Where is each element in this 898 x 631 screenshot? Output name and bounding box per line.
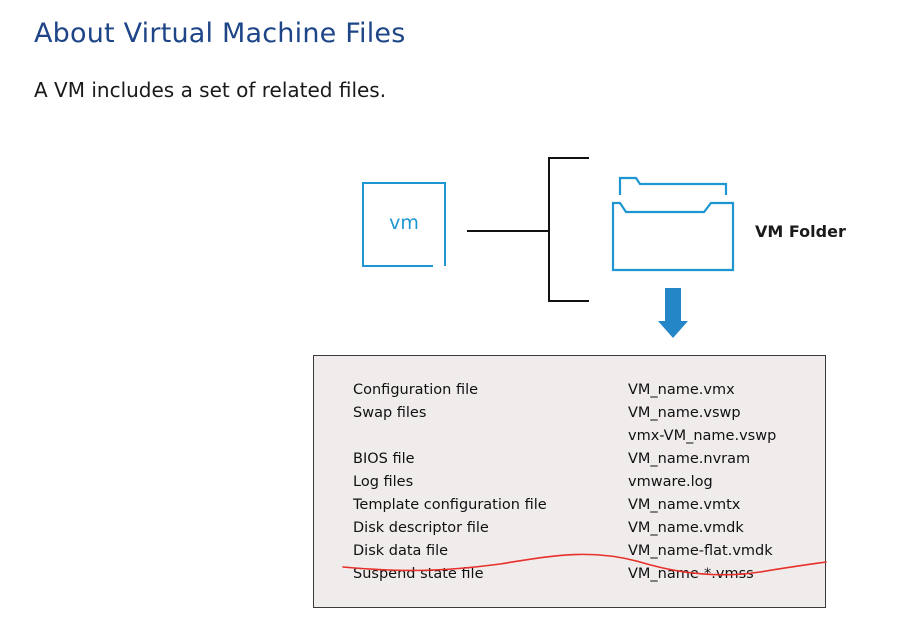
file-name: VM_name.vmx	[628, 382, 735, 398]
file-type: Template configuration file	[353, 497, 547, 513]
table-row: Suspend state file VM_name-*.vmss	[314, 566, 825, 589]
file-type: Configuration file	[353, 382, 479, 398]
file-name: VM_name-*.vmss	[628, 566, 754, 582]
vm-files-table: Configuration file VM_name.vmx Swap file…	[313, 355, 826, 608]
file-name: vmx-VM_name.vswp	[628, 428, 777, 444]
file-name: VM_name.vmtx	[628, 497, 741, 513]
file-name: vmware.log	[628, 474, 713, 490]
table-row: Disk descriptor file VM_name.vmdk	[314, 520, 825, 543]
table-row: vmx-VM_name.vswp	[314, 428, 825, 451]
file-type: Swap files	[353, 405, 427, 421]
table-row: Swap files VM_name.vswp	[314, 405, 825, 428]
file-name: VM_name.vswp	[628, 405, 741, 421]
slide-title: About Virtual Machine Files	[34, 18, 406, 49]
vm-folder-label: VM Folder	[755, 222, 846, 241]
table-row: Configuration file VM_name.vmx	[314, 382, 825, 405]
file-type: Disk data file	[353, 543, 449, 559]
vm-box-icon	[362, 182, 446, 267]
slide-subtitle: A VM includes a set of related files.	[34, 78, 387, 102]
file-type: Suspend state file	[353, 566, 484, 582]
file-type: BIOS file	[353, 451, 415, 467]
file-name: VM_name.vmdk	[628, 520, 744, 536]
table-row: Disk data file VM_name-flat.vmdk	[314, 543, 825, 566]
file-type: Log files	[353, 474, 414, 490]
vm-label: vm	[389, 212, 419, 234]
file-name: VM_name-flat.vmdk	[628, 543, 773, 559]
bracket	[548, 157, 589, 302]
table-row: Log files vmware.log	[314, 474, 825, 497]
table-row: BIOS file VM_name.nvram	[314, 451, 825, 474]
file-name: VM_name.nvram	[628, 451, 751, 467]
file-type: Disk descriptor file	[353, 520, 489, 536]
table-row: Template configuration file VM_name.vmtx	[314, 497, 825, 520]
arrow-down-icon	[658, 288, 688, 338]
folder-icon	[611, 176, 735, 272]
